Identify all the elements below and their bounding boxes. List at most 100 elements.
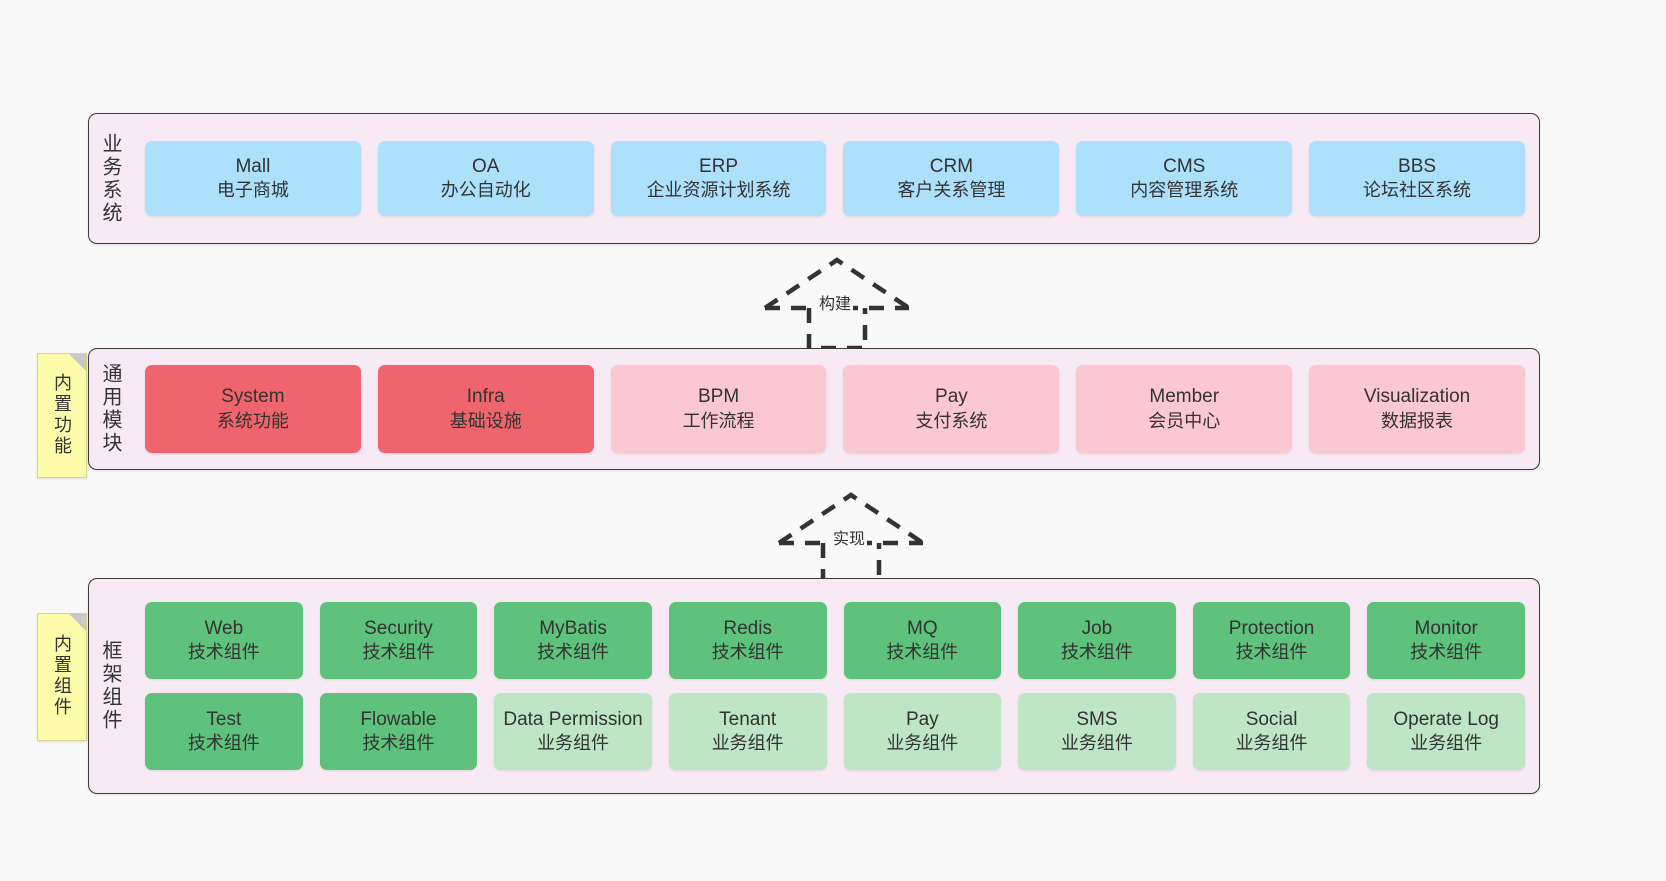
box-data-permission[interactable]: Data Permission 业务组件: [494, 693, 652, 770]
layer-common-modules[interactable]: 通用模块 System 系统功能 Infra 基础设施 BPM 工作流程 Pay…: [88, 348, 1540, 470]
layer-title-business-systems: 业务系统: [99, 132, 121, 225]
row-common-modules: System 系统功能 Infra 基础设施 BPM 工作流程 Pay 支付系统…: [145, 365, 1525, 453]
box-tenant[interactable]: Tenant 业务组件: [668, 693, 827, 770]
box-cms-en: CMS: [1163, 155, 1206, 177]
box-redis-cn: 技术组件: [711, 642, 784, 663]
layer-business-systems[interactable]: 业务系统 Mall 电子商城 OA 办公自动化 ERP 企业资源计划系统 CRM…: [88, 113, 1540, 244]
box-social[interactable]: Social 业务组件: [1192, 693, 1351, 770]
box-test[interactable]: Test 技术组件: [145, 693, 303, 770]
box-tenant-cn: 业务组件: [711, 733, 784, 754]
box-redis[interactable]: Redis 技术组件: [668, 602, 827, 679]
box-mall-cn: 电子商城: [216, 180, 289, 201]
box-system-en: System: [221, 386, 285, 408]
box-pay-component-en: Pay: [905, 708, 939, 730]
box-member[interactable]: Member 会员中心: [1076, 365, 1293, 453]
box-protection[interactable]: Protection 技术组件: [1192, 602, 1351, 679]
box-oa[interactable]: OA 办公自动化: [377, 141, 594, 216]
box-operate-log-en: Operate Log: [1393, 708, 1499, 730]
box-mall[interactable]: Mall 电子商城: [145, 141, 361, 216]
box-visualization-cn: 数据报表: [1381, 410, 1454, 431]
box-job-en: Job: [1081, 617, 1113, 639]
box-security[interactable]: Security 技术组件: [319, 602, 478, 679]
note-builtin-components[interactable]: 内置组件: [37, 613, 87, 741]
box-bbs-cn: 论坛社区系统: [1363, 180, 1472, 201]
box-bpm[interactable]: BPM 工作流程: [610, 365, 827, 453]
connector-implement-label: 实现: [831, 525, 868, 549]
box-test-cn: 技术组件: [187, 733, 260, 754]
box-pay-module-cn: 支付系统: [915, 410, 988, 431]
note-fold-icon: [69, 354, 86, 371]
box-pay-module[interactable]: Pay 支付系统: [843, 365, 1060, 453]
note-fold-icon: [69, 614, 86, 631]
box-mybatis-cn: 技术组件: [537, 642, 610, 663]
layer-body-common-modules: System 系统功能 Infra 基础设施 BPM 工作流程 Pay 支付系统…: [131, 349, 1539, 469]
box-web-cn: 技术组件: [187, 642, 260, 663]
box-flowable-cn: 技术组件: [362, 733, 435, 754]
note-builtin-features[interactable]: 内置功能: [37, 353, 87, 478]
layer-framework-components[interactable]: 框架组件 Web 技术组件 Security 技术组件 MyBatis 技术组件…: [88, 578, 1540, 794]
box-bpm-cn: 工作流程: [682, 410, 755, 431]
box-visualization[interactable]: Visualization 数据报表: [1309, 365, 1525, 453]
box-redis-en: Redis: [723, 617, 772, 639]
box-erp[interactable]: ERP 企业资源计划系统: [610, 141, 827, 216]
box-operate-log-cn: 业务组件: [1410, 733, 1483, 754]
box-member-cn: 会员中心: [1148, 410, 1221, 431]
box-tenant-en: Tenant: [719, 708, 777, 730]
box-cms[interactable]: CMS 内容管理系统: [1076, 141, 1293, 216]
note-builtin-components-label: 内置组件: [52, 634, 72, 718]
row-business-components: Test 技术组件 Flowable 技术组件 Data Permission …: [145, 693, 1525, 770]
box-member-en: Member: [1149, 386, 1220, 408]
box-erp-en: ERP: [699, 155, 739, 177]
box-crm[interactable]: CRM 客户关系管理: [843, 141, 1060, 216]
connector-build-icon: [763, 257, 911, 351]
box-oa-en: OA: [472, 155, 500, 177]
box-pay-module-en: Pay: [935, 386, 968, 408]
box-monitor[interactable]: Monitor 技术组件: [1367, 602, 1525, 679]
box-mq[interactable]: MQ 技术组件: [843, 602, 1002, 679]
box-data-permission-cn: 业务组件: [537, 733, 610, 754]
layer-body-framework-components: Web 技术组件 Security 技术组件 MyBatis 技术组件 Redi…: [131, 579, 1539, 793]
box-sms[interactable]: SMS 业务组件: [1018, 693, 1176, 770]
box-protection-cn: 技术组件: [1235, 642, 1308, 663]
box-infra-en: Infra: [466, 386, 505, 408]
box-sms-en: SMS: [1076, 708, 1118, 730]
box-monitor-en: Monitor: [1414, 617, 1478, 639]
box-crm-cn: 客户关系管理: [897, 180, 1006, 201]
box-mq-cn: 技术组件: [886, 642, 959, 663]
connector-implement-icon: [777, 492, 925, 586]
box-web[interactable]: Web 技术组件: [145, 602, 303, 679]
box-web-en: Web: [204, 617, 244, 639]
box-crm-en: CRM: [929, 155, 974, 177]
layer-title-framework-components: 框架组件: [99, 640, 121, 732]
box-monitor-cn: 技术组件: [1410, 642, 1483, 663]
layer-title-common-modules: 通用模块: [99, 363, 121, 455]
note-builtin-features-label: 内置功能: [52, 372, 72, 457]
box-job[interactable]: Job 技术组件: [1018, 602, 1176, 679]
box-mall-en: Mall: [235, 155, 271, 177]
box-visualization-en: Visualization: [1363, 386, 1471, 408]
box-system[interactable]: System 系统功能: [145, 365, 361, 453]
box-system-cn: 系统功能: [216, 410, 289, 431]
box-job-cn: 技术组件: [1060, 642, 1133, 663]
box-operate-log[interactable]: Operate Log 业务组件: [1367, 693, 1525, 770]
box-security-cn: 技术组件: [362, 642, 435, 663]
box-pay-component-cn: 业务组件: [886, 733, 959, 754]
box-oa-cn: 办公自动化: [440, 180, 531, 201]
box-sms-cn: 业务组件: [1060, 733, 1133, 754]
box-infra-cn: 基础设施: [449, 410, 522, 431]
row-business-systems: Mall 电子商城 OA 办公自动化 ERP 企业资源计划系统 CRM 客户关系…: [145, 141, 1525, 216]
box-test-en: Test: [206, 708, 242, 730]
box-social-cn: 业务组件: [1235, 733, 1308, 754]
box-cms-cn: 内容管理系统: [1130, 180, 1239, 201]
box-mybatis[interactable]: MyBatis 技术组件: [494, 602, 652, 679]
box-infra[interactable]: Infra 基础设施: [377, 365, 594, 453]
box-mq-en: MQ: [907, 617, 938, 639]
box-pay-component[interactable]: Pay 业务组件: [843, 693, 1002, 770]
box-erp-cn: 企业资源计划系统: [646, 180, 791, 201]
connector-build: 构建: [757, 252, 917, 351]
box-bbs[interactable]: BBS 论坛社区系统: [1309, 141, 1525, 216]
box-data-permission-en: Data Permission: [503, 708, 643, 730]
box-flowable[interactable]: Flowable 技术组件: [319, 693, 478, 770]
layer-body-business-systems: Mall 电子商城 OA 办公自动化 ERP 企业资源计划系统 CRM 客户关系…: [131, 114, 1539, 243]
